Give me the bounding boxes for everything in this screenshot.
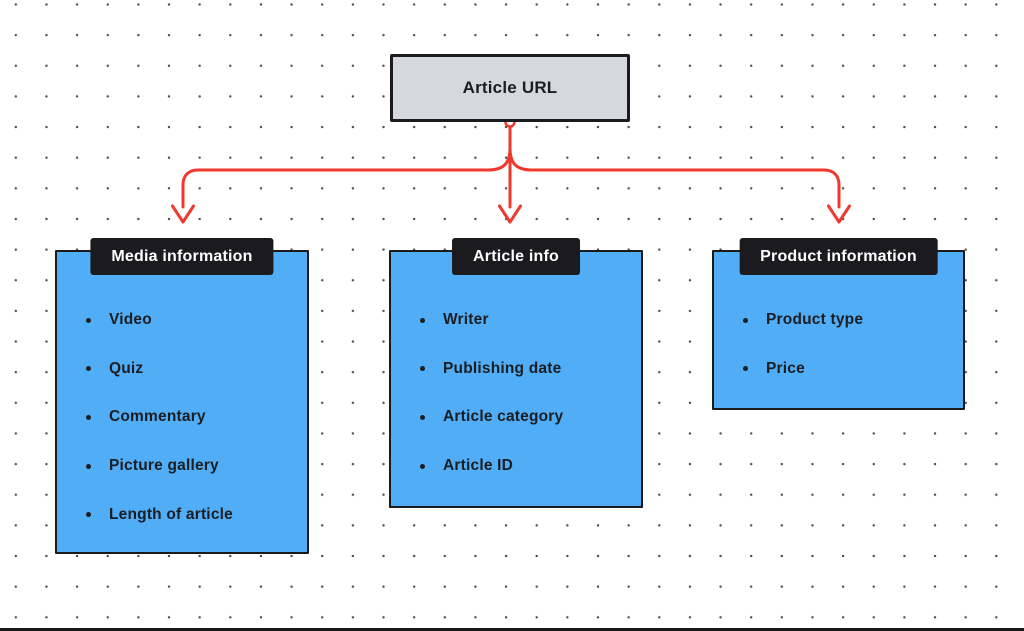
- arrow-line-to-product-information[interactable]: [508, 146, 841, 209]
- list-item-label: Video: [109, 311, 152, 329]
- product-information-list: Product type Price: [714, 296, 955, 393]
- arrowhead-media-information[interactable]: [171, 204, 195, 224]
- list-item: Picture gallery: [57, 442, 299, 491]
- bullet-icon: [86, 512, 91, 518]
- list-item-label: Quiz: [109, 359, 144, 377]
- bullet-icon: [86, 414, 91, 420]
- node-product-information-title: Product information: [739, 238, 938, 275]
- bullet-icon: [743, 317, 748, 323]
- list-item: Price: [714, 345, 955, 394]
- node-article-info-title: Article info: [452, 238, 580, 275]
- list-item: Article category: [391, 393, 633, 442]
- node-media-information[interactable]: Media information Video Quiz Commentary …: [55, 238, 309, 554]
- list-item: Quiz: [57, 345, 299, 394]
- media-information-list: Video Quiz Commentary Picture gallery Le…: [57, 296, 299, 539]
- node-product-information[interactable]: Product information Product type Price: [712, 238, 965, 410]
- list-item: Product type: [714, 296, 955, 345]
- bullet-icon: [420, 317, 425, 323]
- node-media-information-title: Media information: [90, 238, 274, 275]
- list-item-label: Price: [766, 359, 805, 377]
- arrowhead-article-info[interactable]: [498, 204, 522, 224]
- list-item-label: Commentary: [109, 408, 206, 426]
- list-item: Article ID: [391, 442, 633, 491]
- bullet-icon: [420, 366, 425, 372]
- article-info-list: Writer Publishing date Article category …: [391, 296, 633, 490]
- list-item: Video: [57, 296, 299, 345]
- bullet-icon: [86, 463, 91, 469]
- list-item-label: Writer: [443, 311, 489, 329]
- list-item-label: Article category: [443, 408, 564, 426]
- bullet-icon: [743, 366, 748, 372]
- list-item-label: Picture gallery: [109, 457, 219, 475]
- list-item: Publishing date: [391, 345, 633, 394]
- bullet-icon: [420, 414, 425, 420]
- list-item: Commentary: [57, 393, 299, 442]
- list-item-label: Product type: [766, 311, 864, 329]
- node-article-url-label: Article URL: [462, 78, 558, 97]
- node-article-info[interactable]: Article info Writer Publishing date Arti…: [389, 238, 643, 508]
- bullet-icon: [86, 366, 91, 372]
- list-item: Length of article: [57, 490, 299, 539]
- node-article-url[interactable]: Article URL: [390, 54, 630, 122]
- list-item-label: Publishing date: [443, 359, 562, 377]
- arrowhead-product-information[interactable]: [827, 204, 851, 224]
- bullet-icon: [420, 463, 425, 469]
- arrow-line-to-media-information[interactable]: [181, 146, 512, 209]
- bottom-window-edge: [0, 628, 1024, 631]
- list-item-label: Article ID: [443, 457, 514, 475]
- list-item: Writer: [391, 296, 633, 345]
- list-item-label: Length of article: [109, 505, 233, 523]
- bullet-icon: [86, 317, 91, 323]
